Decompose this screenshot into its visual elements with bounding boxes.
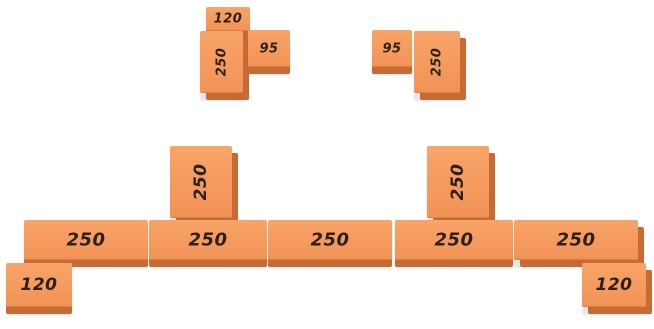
brick-250-row-3: 250 [268,220,392,260]
brick-250-upright-left: 250 [170,146,232,218]
brick-label: 250 [188,229,228,251]
brick-120-end-right: 120 [582,263,646,307]
brick-250-row-4: 250 [395,220,513,260]
brick-250-upright-right: 250 [427,146,489,218]
brick-label: 250 [448,163,468,201]
brick-95-top-left: 95 [248,30,290,67]
brick-250-top-left: 250 [200,31,243,93]
brick-label: 120 [20,275,58,295]
brick-250-row-1: 250 [24,220,148,260]
brick-label: 250 [66,229,106,251]
brick-120-top-left: 120 [206,7,250,31]
brick-250-top-right: 250 [414,31,460,93]
brick-label: 120 [595,275,633,295]
brick-120-end-left: 120 [6,263,72,307]
brick-95-top-right: 95 [372,30,412,67]
brick-label: 250 [556,229,596,251]
brick-label: 95 [382,41,402,56]
brick-250-row-2: 250 [149,220,267,260]
brick-label: 120 [213,11,243,27]
brick-label: 250 [434,229,474,251]
brick-label: 250 [310,229,350,251]
brick-label: 95 [259,41,279,56]
brick-250-row-5: 250 [514,220,638,260]
brick-label: 250 [214,47,229,77]
brick-label: 250 [191,163,211,201]
brick-label: 250 [429,47,445,77]
